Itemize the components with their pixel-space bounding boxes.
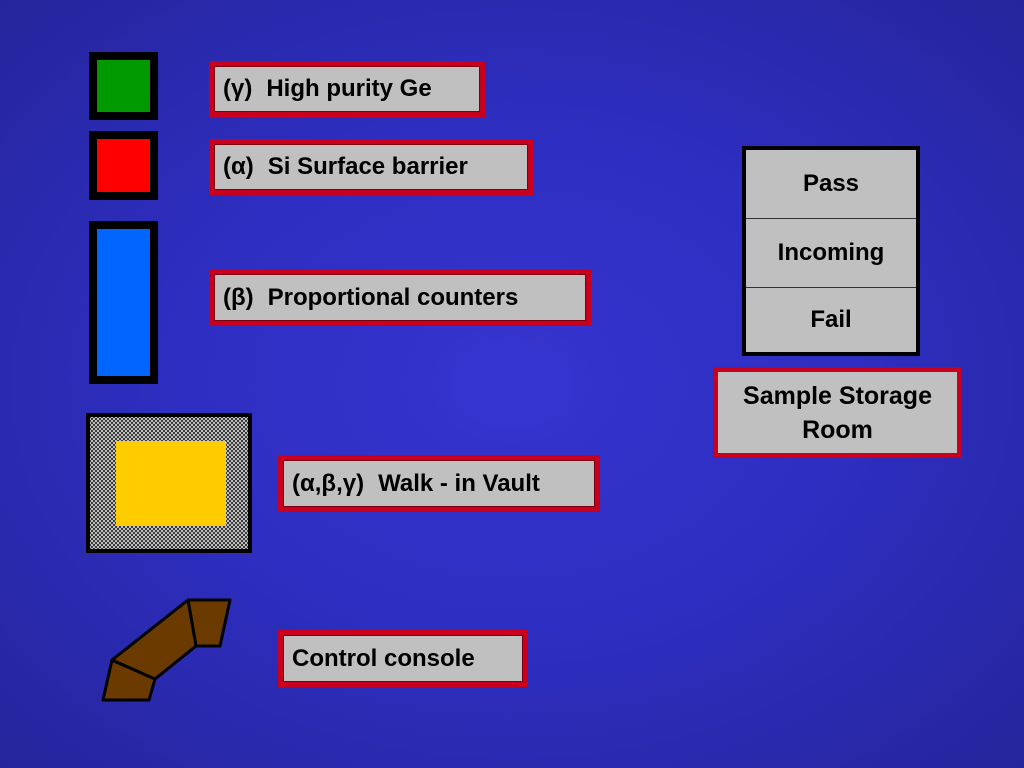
vault-interior xyxy=(116,441,226,526)
label-text-proportional-counters: Proportional counters xyxy=(267,283,519,311)
label-proportional-counters: (β) Proportional counters xyxy=(209,269,591,326)
label-text-control-console: Control console xyxy=(292,644,475,672)
label-text-walk-in-vault: Walk - in Vault xyxy=(378,469,540,497)
ge-detector-symbol xyxy=(89,52,158,120)
storage-row-fail: Fail xyxy=(810,306,852,333)
storage-divider xyxy=(746,218,916,219)
walk-in-vault-symbol xyxy=(86,413,252,553)
storage-label-line1: Sample Storage xyxy=(743,381,932,410)
storage-row-pass: Pass xyxy=(802,170,860,197)
control-console-symbol xyxy=(101,598,232,702)
label-symbol-alpha: (α) xyxy=(223,153,254,180)
label-text-high-purity-ge: High purity Ge xyxy=(266,75,432,102)
label-si-surface-barrier: (α) Si Surface barrier xyxy=(209,139,533,195)
storage-label-line2: Room xyxy=(802,415,873,444)
label-symbol-beta: (β) xyxy=(223,283,254,311)
label-text-si-surface-barrier: Si Surface barrier xyxy=(267,153,468,180)
label-control-console: Control console xyxy=(278,630,528,687)
label-symbol-alpha-beta-gamma: (α,β,γ) xyxy=(292,469,365,497)
label-symbol-gamma: (γ) xyxy=(223,75,253,102)
proportional-counter-symbol xyxy=(89,221,158,384)
si-detector-symbol xyxy=(89,131,158,200)
label-walk-in-vault: (α,β,γ) Walk - in Vault xyxy=(278,455,600,512)
storage-row-incoming: Incoming xyxy=(777,239,885,266)
storage-divider xyxy=(746,287,916,288)
label-high-purity-ge: (γ) High purity Ge xyxy=(209,61,485,117)
sample-storage-table: Pass Incoming Fail xyxy=(742,146,920,356)
console-desk xyxy=(110,598,198,681)
sample-storage-room-label: Sample Storage Room xyxy=(713,367,962,458)
